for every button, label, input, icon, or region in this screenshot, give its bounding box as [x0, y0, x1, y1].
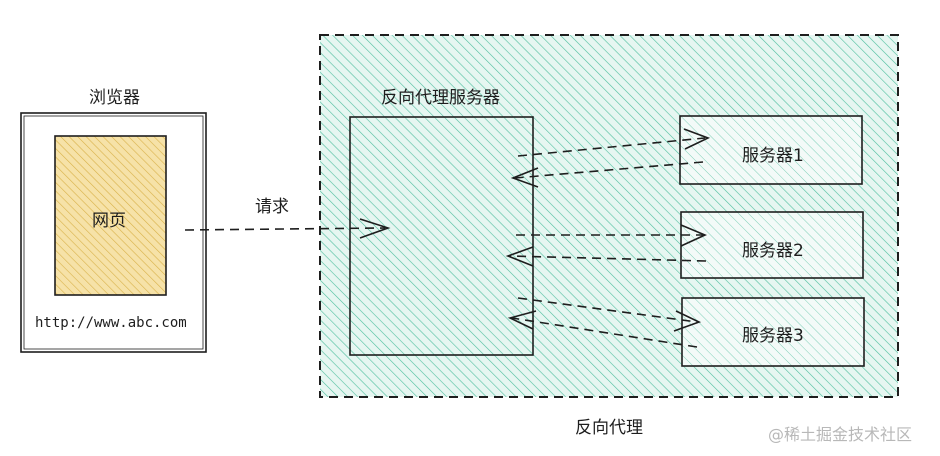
arrow-to-server-3 — [517, 297, 702, 332]
server-3-box — [681, 297, 865, 367]
request-label: 请求 — [255, 197, 289, 217]
arrow-to-server-2 — [516, 224, 707, 247]
browser-title: 浏览器 — [89, 88, 140, 108]
web-page-label: 网页 — [92, 211, 126, 231]
browser-url: http://www.abc.com — [35, 315, 187, 331]
arrow-to-server-1 — [517, 128, 711, 157]
arrow-from-server-3 — [507, 310, 698, 348]
arrow-from-server-2 — [505, 246, 707, 267]
reverse-proxy-server-box — [349, 116, 534, 356]
server-1-box — [679, 115, 863, 185]
request-arrow — [184, 218, 391, 239]
web-page-box — [54, 135, 167, 296]
server-1-label: 服务器1 — [742, 146, 804, 166]
server-3-label: 服务器3 — [742, 326, 804, 346]
server-2-label: 服务器2 — [742, 241, 804, 261]
reverse-proxy-group-label: 反向代理 — [575, 418, 643, 438]
server-2-box — [680, 211, 864, 279]
watermark: @稀土掘金技术社区 — [768, 425, 913, 444]
arrow-from-server-1 — [510, 161, 704, 188]
reverse-proxy-server-label: 反向代理服务器 — [381, 88, 500, 108]
